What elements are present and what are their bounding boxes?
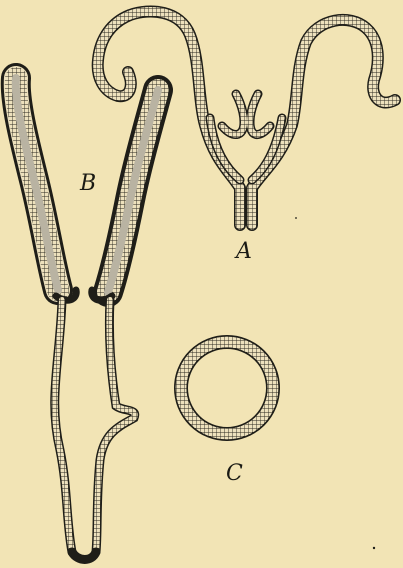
specimen-b bbox=[16, 78, 158, 560]
stray-dot bbox=[295, 217, 297, 219]
label-a: A bbox=[236, 241, 252, 263]
specimen-c bbox=[175, 336, 279, 440]
label-b: B bbox=[80, 173, 96, 195]
label-c: C bbox=[226, 463, 243, 485]
stray-dot bbox=[373, 547, 375, 549]
